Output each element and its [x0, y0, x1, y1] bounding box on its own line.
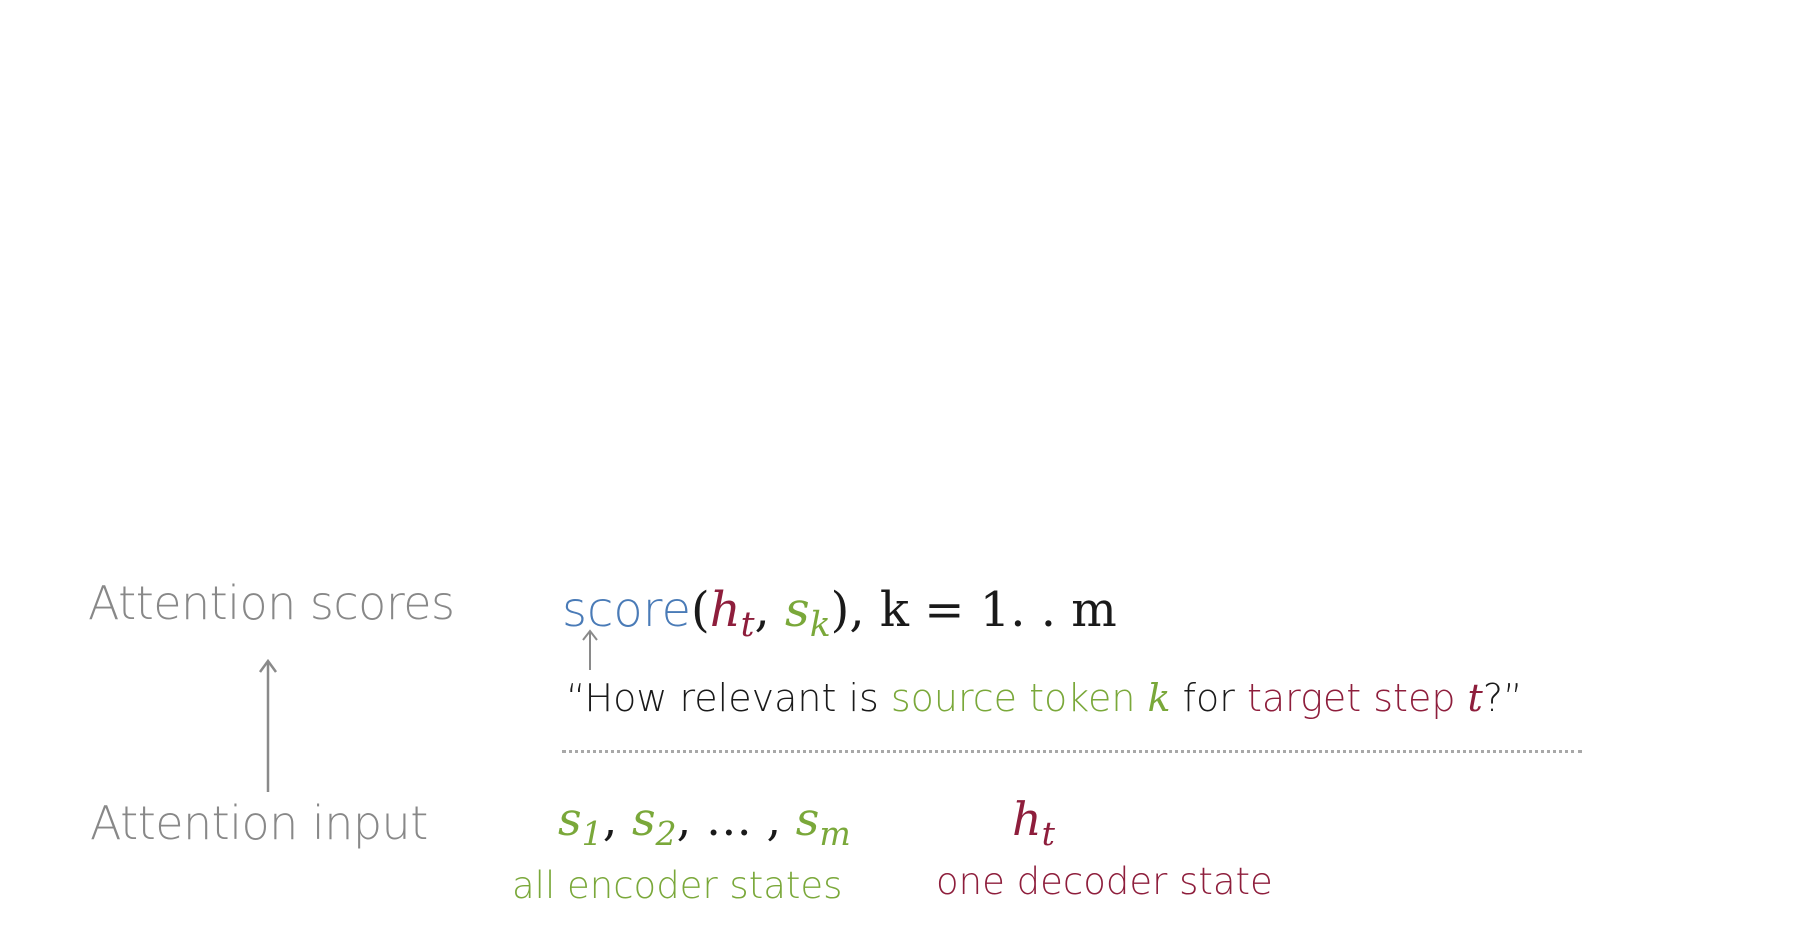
question-end: ?” — [1482, 676, 1523, 720]
encoder-sm: s — [795, 792, 820, 846]
decoder-h-sub: t — [1041, 813, 1055, 853]
question-source-var: k — [1147, 676, 1171, 720]
score-formula: score(ht, sk), k = 1. . m — [562, 582, 1117, 645]
decoder-state: ht — [1012, 792, 1055, 853]
relevance-question: “How relevant is source token k for targ… — [566, 676, 1523, 720]
decoder-state-caption: one decoder state — [936, 860, 1273, 903]
encoder-sep2: , … , — [676, 792, 796, 846]
encoder-sep1: , — [602, 792, 632, 846]
encoder-state-symbol: s — [785, 582, 810, 638]
question-source-token: source token — [890, 676, 1148, 720]
score-pointer-arrow — [582, 629, 598, 670]
attention-scores-label: Attention scores — [88, 576, 455, 630]
encoder-states-sequence: s1, s2, … , sm — [558, 792, 851, 853]
input-to-scores-arrow — [258, 658, 278, 792]
question-target-var: t — [1467, 676, 1483, 720]
formula-open-paren: ( — [690, 582, 710, 638]
decoder-state-symbol: h — [709, 582, 741, 638]
section-divider — [562, 750, 1582, 753]
attention-input-label: Attention input — [90, 796, 428, 850]
encoder-state-subscript: k — [809, 605, 831, 646]
formula-range: k = 1. . m — [864, 582, 1117, 638]
encoder-s1-sub: 1 — [581, 813, 603, 853]
encoder-states-caption: all encoder states — [512, 864, 843, 907]
encoder-sm-sub: m — [819, 813, 851, 853]
formula-close-paren: ), — [830, 582, 865, 638]
question-start: “How relevant is — [566, 676, 891, 720]
decoder-state-subscript: t — [740, 605, 755, 646]
question-middle: for — [1170, 676, 1247, 720]
encoder-s2-sub: 2 — [655, 813, 677, 853]
decoder-h: h — [1012, 792, 1042, 846]
encoder-s2: s — [631, 792, 656, 846]
question-target-step: target step — [1246, 676, 1468, 720]
score-function-name: score — [562, 582, 691, 638]
encoder-s1: s — [558, 792, 582, 846]
formula-comma: , — [754, 582, 786, 638]
